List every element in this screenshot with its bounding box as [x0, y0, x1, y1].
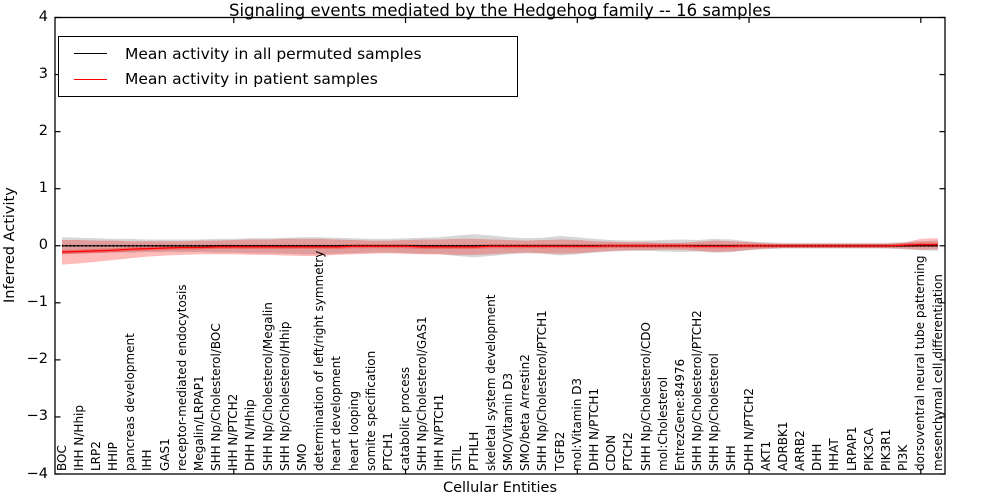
- y-tick-label: −3: [26, 408, 48, 425]
- legend: Mean activity in all permuted samples Me…: [58, 36, 518, 97]
- x-tick-label: mol:Cholesterol: [655, 376, 670, 471]
- chart-title: Signaling events mediated by the Hedgeho…: [229, 1, 771, 20]
- y-tick-label: 1: [38, 180, 48, 197]
- x-tick-label: ARRB2: [793, 430, 808, 471]
- x-tick-label: PTCH2: [621, 432, 636, 471]
- x-tick-label: SHH Np/Cholesterol/GAS1: [415, 316, 430, 471]
- x-tick-label: SHH Np/Cholesterol: [707, 353, 722, 471]
- x-tick-label: LRP2: [88, 441, 103, 471]
- x-tick-label: EntrezGene:84976: [672, 358, 687, 471]
- x-tick-label: STIL: [449, 445, 464, 471]
- x-tick-label: GAS1: [157, 438, 172, 471]
- x-tick-label: mol:Vitamin D3: [569, 377, 584, 471]
- patient-range-band: [62, 238, 938, 265]
- legend-line-patient: [74, 78, 107, 80]
- x-tick-label: PIK3R1: [878, 428, 893, 471]
- x-tick-label: SMO: [294, 443, 309, 471]
- y-tick-label: 4: [38, 9, 48, 25]
- x-tick-label: SHH Np/Cholesterol/Megalin: [260, 302, 275, 471]
- x-tick-label: LRPAP1: [844, 426, 859, 471]
- x-tick-label: heart development: [329, 356, 344, 471]
- x-tick-label: pancreas development: [123, 333, 138, 471]
- x-tick-label: IHH N/Hhip: [71, 405, 86, 471]
- x-tick-label: IHH N/PTCH1: [432, 393, 447, 471]
- x-tick-label: PIK3CA: [861, 428, 876, 471]
- legend-entry-patient: Mean activity in patient samples: [59, 70, 517, 88]
- y-tick-label: 2: [38, 123, 48, 140]
- y-tick-label: −1: [26, 294, 48, 311]
- x-tick-label: HHIP: [106, 442, 121, 471]
- x-tick-label: IHH: [140, 449, 155, 471]
- x-tick-label: skeletal system development: [483, 294, 498, 471]
- x-tick-label: HHAT: [827, 438, 842, 471]
- legend-entry-permuted: Mean activity in all permuted samples: [59, 45, 517, 63]
- x-tick-label: DHH N/PTCH1: [586, 387, 601, 471]
- patient-mean-line: [61, 244, 938, 253]
- x-tick-label: somite specification: [363, 350, 378, 471]
- x-tick-label: TGFB2: [552, 431, 567, 471]
- x-tick-label: catabolic process: [398, 366, 413, 471]
- x-tick-label: SHH: [724, 445, 739, 471]
- x-tick-label: Megalin/LRPAP1: [191, 375, 206, 471]
- x-tick-label: SHH Np/Cholesterol/BOC: [209, 323, 224, 471]
- legend-label-permuted: Mean activity in all permuted samples: [125, 44, 422, 63]
- x-axis-label: Cellular Entities: [442, 480, 558, 496]
- x-tick-label: DHH N/Hhip: [243, 399, 258, 471]
- x-tick-label: DHH N/PTCH2: [741, 387, 756, 471]
- x-tick-label: CDON: [604, 434, 619, 471]
- x-tick-label: ADRBK1: [775, 421, 790, 471]
- x-tick-label: heart looping: [346, 391, 361, 471]
- x-tick-label: DHH: [810, 443, 825, 471]
- legend-label-patient: Mean activity in patient samples: [125, 70, 378, 89]
- x-tick-label: BOC: [54, 445, 69, 471]
- x-tick-label: dorsoventral neural tube patterning: [913, 255, 928, 471]
- x-tick-label: SMO/Vitamin D3: [501, 372, 516, 471]
- y-tick-label: 0: [38, 237, 48, 254]
- y-tick-label: 3: [38, 66, 48, 83]
- x-tick-label: SHH Np/Cholesterol/PTCH1: [535, 310, 550, 471]
- x-tick-label: PTHLH: [466, 431, 481, 471]
- x-tick-label: determination of left/right symmetry: [312, 250, 327, 471]
- x-tick-label: SHH Np/Cholesterol/CDO: [638, 322, 653, 471]
- y-tick-label: −2: [26, 351, 48, 368]
- x-tick-label: PTCH1: [380, 432, 395, 471]
- legend-line-permuted: [74, 53, 107, 55]
- x-tick-label: SHH Np/Cholesterol/PTCH2: [690, 310, 705, 471]
- x-tick-label: mesenchymal cell differentiation: [930, 274, 945, 471]
- x-tick-label: IHH N/PTCH2: [226, 393, 241, 471]
- y-tick-label: −4: [26, 465, 48, 482]
- x-tick-label: SMO/beta Arrestin2: [518, 354, 533, 471]
- x-tick-label: receptor-mediated endocytosis: [174, 284, 189, 471]
- x-tick-label: SHH Np/Cholesterol/Hhip: [277, 321, 292, 471]
- x-tick-label: AKT1: [758, 440, 773, 471]
- x-tick-label: PI3K: [896, 444, 911, 471]
